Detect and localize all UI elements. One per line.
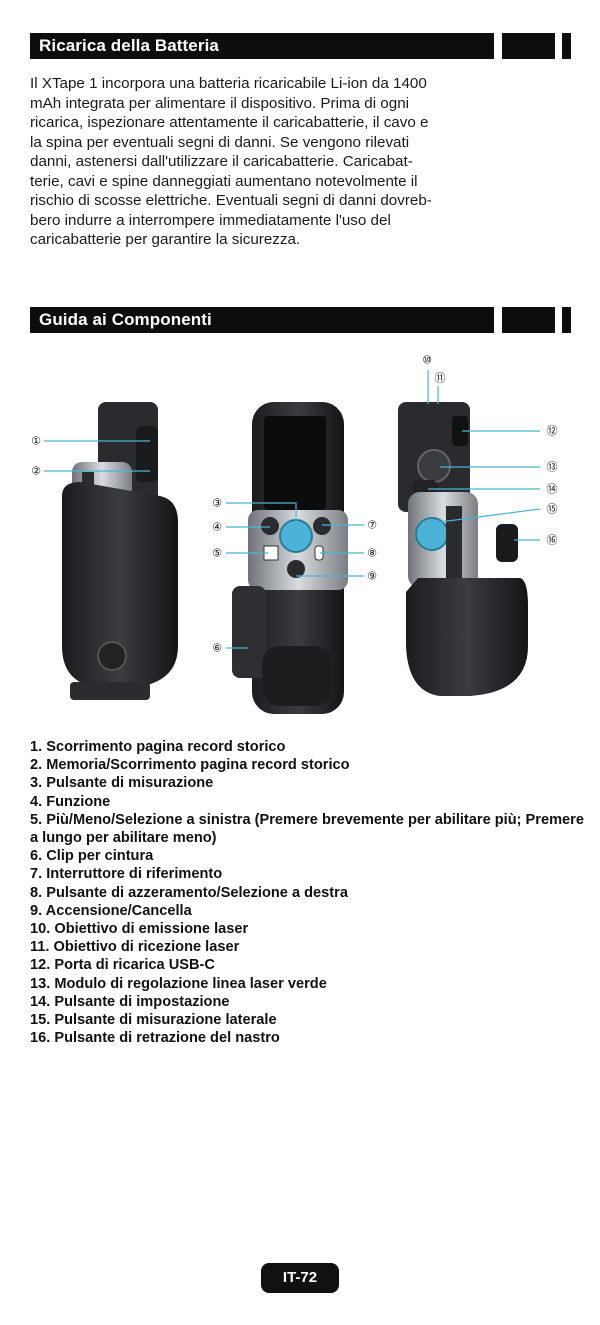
paragraph-line: terie, cavi e spine danneggiati aumentan… (30, 172, 418, 190)
list-item: 3. Pulsante di misurazione (30, 775, 214, 792)
list-item: 7. Interruttore di riferimento (30, 866, 223, 883)
component-diagram: ① ② ③ ④ ⑤ ⑥ ⑦ ⑧ ⑨ ⑩ ⑪ ⑫ ⑬ ⑭ ⑮ ⑯ (0, 346, 600, 726)
header-bar-block (502, 307, 555, 333)
callout-1: ① (31, 435, 41, 448)
list-item: 2. Memoria/Scorrimento pagina record sto… (30, 757, 350, 774)
list-item: 6. Clip per cintura (30, 848, 154, 865)
header-bar-main (30, 33, 494, 59)
section-title: Guida ai Componenti (39, 310, 212, 329)
list-item: 10. Obiettivo di emissione laser (30, 921, 249, 938)
list-item: 15. Pulsante di misurazione laterale (30, 1012, 277, 1029)
callout-14: ⑭ (547, 483, 558, 496)
list-item: 12. Porta di ricarica USB-C (30, 957, 215, 974)
device-left-side-view (62, 402, 178, 700)
callout-8: ⑧ (367, 547, 377, 560)
header-bar-block (502, 33, 555, 59)
header-bar-main (30, 307, 494, 333)
list-item: 4. Funzione (30, 793, 111, 810)
device-center-front-view (232, 402, 348, 714)
battery-paragraph: Il XTape 1 incorpora una batteria ricari… (30, 74, 575, 250)
device-illustration: ① ② ③ ④ ⑤ ⑥ ⑦ ⑧ ⑨ ⑩ ⑪ ⑫ ⑬ ⑭ ⑮ ⑯ (31, 354, 558, 714)
page-number: IT-72 (261, 1263, 339, 1293)
callout-6: ⑥ (212, 642, 222, 655)
header-bar-stripe (562, 307, 571, 333)
callout-13: ⑬ (547, 461, 558, 474)
paragraph-line: Il XTape 1 incorpora una batteria ricari… (30, 75, 427, 92)
paragraph-line: caricabatterie per garantire la sicurezz… (30, 231, 301, 248)
section-header-battery: Ricarica della Batteria (30, 33, 571, 59)
callout-11: ⑪ (435, 372, 446, 385)
list-item: 9. Accensione/Cancella (30, 902, 192, 919)
device-right-side-view (398, 402, 528, 696)
paragraph-line: mAh integrata per alimentare il disposit… (30, 94, 410, 112)
callout-9: ⑨ (367, 570, 377, 583)
list-item: 8. Pulsante di azzeramento/Selezione a d… (30, 884, 348, 901)
callout-2: ② (31, 465, 41, 478)
callout-12: ⑫ (547, 425, 558, 438)
callout-3: ③ (212, 497, 222, 510)
callout-5: ⑤ (212, 547, 222, 560)
paragraph-line: ricarica, ispezionare attentamente il ca… (30, 114, 429, 131)
list-item: 13. Modulo di regolazione linea laser ve… (30, 975, 327, 992)
parts-list: 1. Scorrimento pagina record storico 2. … (30, 738, 590, 1047)
callout-lines (44, 370, 541, 649)
callout-15: ⑮ (547, 503, 558, 516)
callout-4: ④ (212, 521, 222, 534)
paragraph-line: danni, astenersi dall'utilizzare il cari… (30, 153, 413, 170)
list-item: 14. Pulsante di impostazione (30, 993, 230, 1010)
header-bar-stripe (562, 33, 571, 59)
paragraph-line: rischio di scosse elettriche. Eventuali … (30, 192, 432, 209)
list-item: 16. Pulsante di retrazione del nastro (30, 1030, 280, 1047)
paragraph-line: la spina per eventuali segni di danni. S… (30, 133, 410, 151)
list-item: 5. Più/Meno/Selezione a sinistra (Premer… (30, 811, 584, 847)
section-title: Ricarica della Batteria (39, 36, 219, 55)
callout-10: ⑩ (422, 354, 432, 367)
list-item: 11. Obiettivo di ricezione laser (30, 939, 240, 956)
callout-7: ⑦ (367, 519, 377, 532)
callout-16: ⑯ (547, 534, 558, 547)
paragraph-line: bero indurre a interrompere immediatamen… (30, 211, 391, 229)
section-header-components: Guida ai Componenti (30, 307, 571, 333)
list-item: 1. Scorrimento pagina record storico (30, 739, 286, 755)
